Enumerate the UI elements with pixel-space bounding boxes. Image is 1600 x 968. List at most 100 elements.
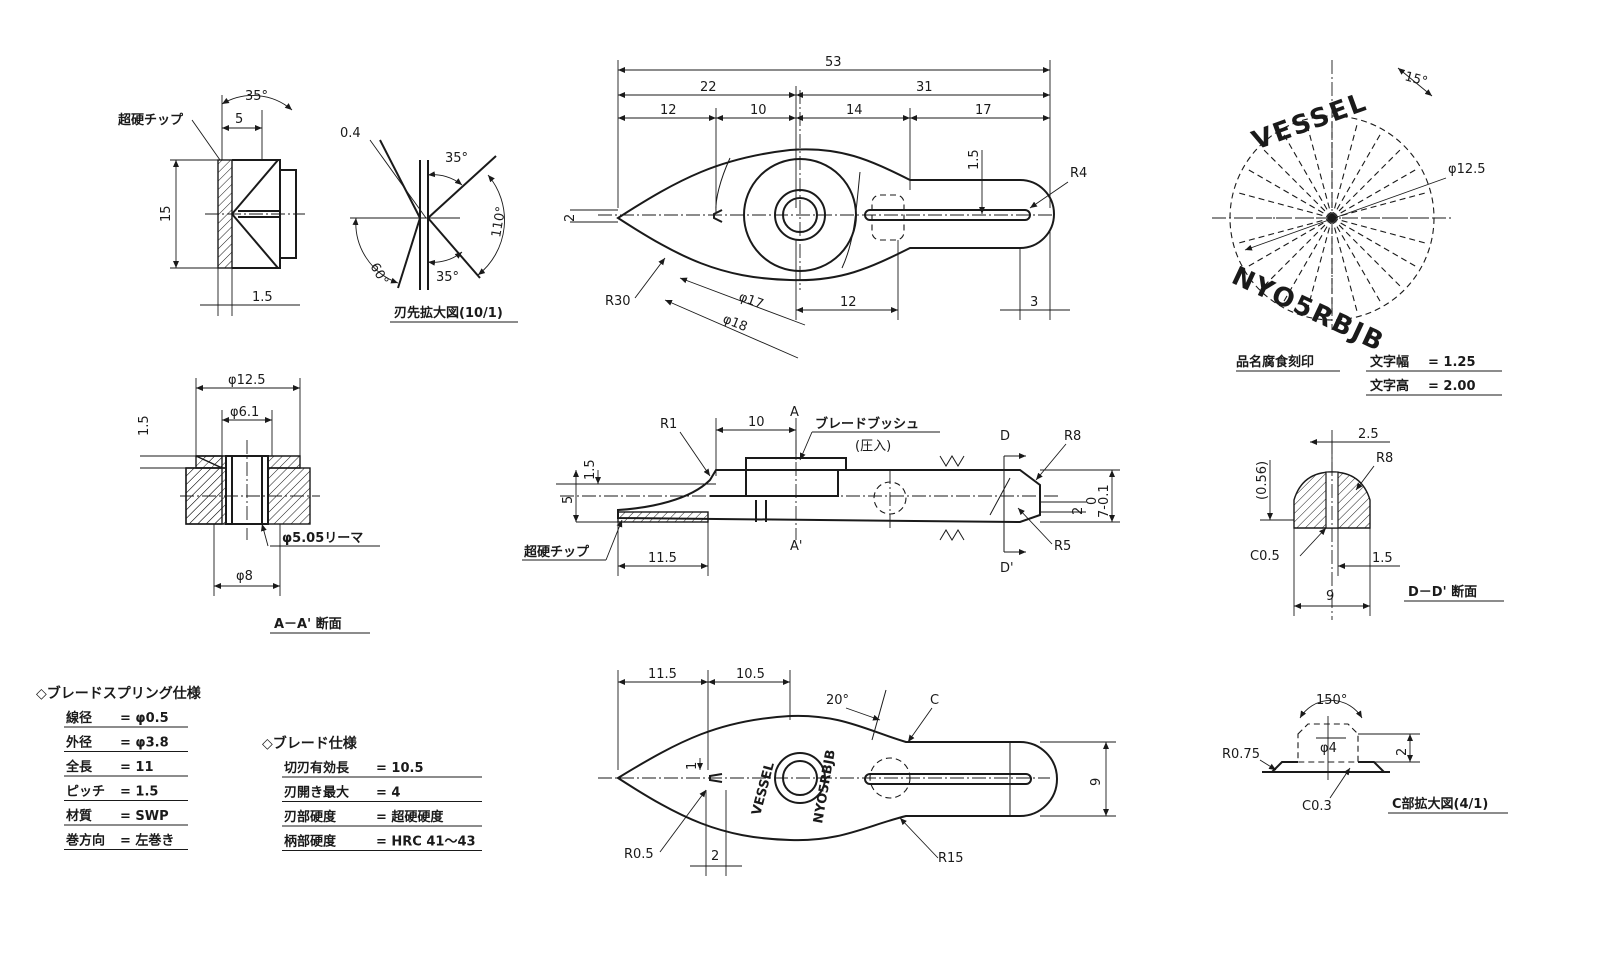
spec-key: 巻方向 (65, 833, 105, 849)
spec-key: 全長 (65, 759, 93, 775)
dim-side-2: 2 (1071, 507, 1086, 515)
dim-aa-ream: φ5.05リーマ (282, 531, 363, 546)
spec-key: ピッチ (66, 785, 105, 800)
dim-side-r1: R1 (660, 417, 677, 432)
dim-dd-radius: R8 (1376, 451, 1393, 466)
caption-section-aa: A－A' 断面 (274, 616, 342, 632)
label-press-fit: (圧入) (855, 439, 891, 454)
dim-bottom-2: 2 (711, 849, 719, 864)
spec-value: = 左巻き (120, 833, 174, 849)
dim-tip-height: 15 (159, 205, 174, 222)
dim-side-tolerance: 0 (1085, 497, 1100, 505)
detail-c-view: 150° φ4 2 R0.75 C0.3 C部拡大図(4/1) (1222, 693, 1508, 814)
section-mark-a-prime: A' (790, 539, 802, 554)
spring-spec-title: ◇ブレードスプリング仕様 (36, 685, 202, 702)
dim-slot-width: 1.5 (967, 149, 982, 170)
dim-dd-offset: (0.56) (1255, 461, 1270, 500)
label-side-chip: 超硬チップ (524, 544, 590, 560)
dim-c-diameter: φ4 (1320, 741, 1337, 756)
spec-key: 切刃有効長 (284, 760, 350, 776)
dim-dd-width: 2.5 (1358, 427, 1379, 442)
dim-length-12b: 12 (840, 295, 857, 310)
section-mark-d: D (1000, 429, 1010, 444)
spec-value: = φ3.8 (120, 736, 169, 751)
dim-diameter-18: φ18 (721, 312, 750, 335)
dim-edge-angle-bottom: 35° (436, 270, 459, 285)
dim-aa-flange: 1.5 (137, 415, 152, 436)
dim-side-r5: R5 (1054, 539, 1071, 554)
spec-key: 材質 (66, 808, 92, 824)
spec-key: 柄部硬度 (284, 834, 337, 850)
dim-length-31: 31 (916, 80, 933, 95)
spec-key: 外径 (65, 735, 92, 751)
spec-value: = φ0.5 (120, 711, 169, 726)
dim-side-5: 5 (561, 496, 576, 504)
spec-value: = HRC 41～43 (376, 835, 476, 850)
marking-width-label: 文字幅 (1370, 354, 1409, 370)
blade-spec-title: ◇ブレード仕様 (262, 735, 358, 752)
dim-side-1-5: 1.5 (583, 459, 598, 480)
section-aa-view: φ12.5 1.5 φ6.1 φ5.05リーマ φ8 A－A' 断面 (137, 373, 380, 634)
dim-side-11-5: 11.5 (648, 551, 677, 566)
side-view: R1 10 A ブレードブッシュ (圧入) 1.5 5 超硬チップ (522, 405, 1120, 576)
marking-width-value: = 1.25 (1428, 355, 1476, 370)
dim-c-height: 2 (1395, 748, 1410, 756)
dim-length-14: 14 (846, 103, 863, 118)
caption-detail-c: C部拡大図(4/1) (1392, 796, 1488, 812)
spring-spec-table: ◇ブレードスプリング仕様 線径 = φ0.5 外径 = φ3.8 全長 = 11 ピッチ = … (36, 685, 202, 850)
marking-height-label: 文字高 (1370, 378, 1409, 394)
emboss-left: VESSEL (749, 761, 778, 817)
marking-diameter: φ12.5 (1448, 162, 1486, 177)
dim-aa-inner: φ6.1 (230, 405, 259, 420)
spec-value: = 10.5 (376, 761, 424, 776)
label-chip: 超硬チップ (118, 112, 184, 128)
dim-side-thickness: 7-0.1 (1097, 484, 1112, 518)
dim-bottom-11-5: 11.5 (648, 667, 677, 682)
spec-key: 刃部硬度 (284, 809, 337, 825)
dim-radius-r30: R30 (605, 294, 631, 309)
dim-aa-od: φ8 (236, 569, 253, 584)
dim-radius-r4: R4 (1070, 166, 1087, 181)
dim-tip-width: 5 (235, 112, 243, 127)
spec-value: = 4 (376, 786, 400, 801)
dim-diameter-17: φ17 (737, 290, 766, 313)
dim-bottom-10-5: 10.5 (736, 667, 765, 682)
dim-aa-outer: φ12.5 (228, 373, 266, 388)
dim-tip-flat: 2 (563, 214, 578, 222)
dim-c-chamfer: C0.3 (1302, 799, 1332, 814)
spec-value: = SWP (120, 809, 169, 824)
dim-bottom-r15: R15 (938, 851, 964, 866)
spec-value: = 1.5 (120, 785, 158, 800)
marking-height-value: = 2.00 (1428, 379, 1476, 394)
marking-diagram: VESSEL NYO5RBJB 15° φ12.5 品名腐食刻印 文字幅 = 1… (1212, 60, 1502, 396)
marking-spec-label: 品名腐食刻印 (1236, 354, 1314, 370)
blade-spec-table: ◇ブレード仕様 切刃有効長 = 10.5 刃開き最大 = 4 刃部硬度 = 超硬硬度柄部硬… (262, 735, 482, 851)
label-blade-bush: ブレードブッシュ (815, 416, 919, 432)
spec-value: = 超硬硬度 (376, 809, 444, 825)
dim-edge-flat: 0.4 (340, 126, 361, 141)
dim-overall-length: 53 (825, 55, 842, 70)
dim-length-10: 10 (750, 103, 767, 118)
dim-edge-angle-top: 35° (445, 151, 468, 166)
dim-edge-angle-right: 110° (489, 205, 509, 238)
edge-detail-view: 0.4 35° 60° 110° 35° 刃先拡大図(10/1) (340, 126, 518, 323)
dim-dd-chamfer: C0.5 (1250, 549, 1280, 564)
dim-side-10: 10 (748, 415, 765, 430)
dim-bottom-20deg: 20° (826, 693, 849, 708)
dim-length-22: 22 (700, 80, 717, 95)
dim-edge-angle-left: 60° (367, 261, 392, 288)
spec-key: 線径 (66, 710, 92, 726)
section-dd-view: 2.5 R8 (0.56) C0.5 1.5 9 D－D' 断面 (1250, 427, 1504, 620)
marking-top-text: VESSEL (1248, 87, 1371, 156)
caption-section-dd: D－D' 断面 (1408, 584, 1477, 600)
dim-bottom-9: 9 (1089, 778, 1104, 786)
marking-angle: 15° (1403, 69, 1429, 89)
spec-value: = 11 (120, 760, 154, 775)
dim-side-r8: R8 (1064, 429, 1081, 444)
dim-bottom-r0-5: R0.5 (624, 847, 654, 862)
tip-detail-view: 超硬チップ 35° 5 15 1.5 (118, 89, 305, 316)
spec-key: 刃開き最大 (284, 785, 349, 801)
dim-length-12: 12 (660, 103, 677, 118)
dim-dd-9: 9 (1326, 589, 1334, 604)
